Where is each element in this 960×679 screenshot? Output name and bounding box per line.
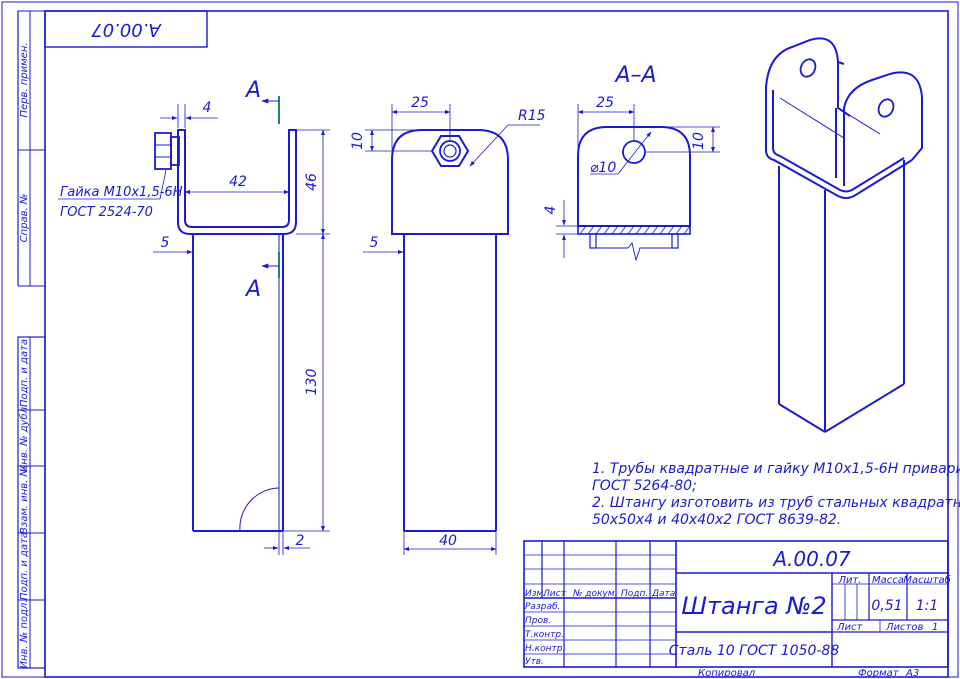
dim-phi10: ⌀10	[590, 160, 616, 176]
role-tcontrol: Т.контр.	[525, 630, 564, 640]
section-label: А–А	[613, 63, 656, 88]
section-view: А–А 25 10 ⌀10	[543, 63, 720, 262]
mass-label: Масса	[872, 575, 904, 586]
head-izm: Изм.	[525, 589, 546, 599]
format-value: А3	[905, 668, 919, 679]
dim-130: 130	[304, 369, 320, 396]
side-view: 25 10 R15 5 40	[350, 95, 546, 555]
strip-label: Перв. примен.	[19, 42, 30, 117]
strip-label: Справ. №	[19, 194, 30, 243]
sheets-label: Листов	[885, 622, 923, 633]
sheet-label: Лист	[836, 622, 864, 633]
note-line: 1. Трубы квадратные и гайку М10х1,5-6Н п…	[592, 461, 960, 477]
isometric-view	[765, 37, 923, 433]
dim-25b: 25	[596, 95, 614, 111]
dim-10a: 10	[350, 132, 366, 150]
note-line: 50х50х4 и 40х40х2 ГОСТ 8639-82.	[592, 512, 841, 528]
copied-label: Копировал	[698, 668, 756, 679]
top-code-box	[44, 10, 208, 48]
cut-label-bottom: А	[244, 277, 261, 302]
dim-r15: R15	[518, 108, 546, 124]
head-date: Дата	[651, 589, 675, 599]
role-ncontrol: Н.контр.	[525, 644, 565, 654]
dim-42: 42	[229, 174, 247, 190]
scale-label: Масштаб	[903, 574, 951, 586]
dim-5a: 5	[161, 235, 170, 251]
mass-value: 0,51	[871, 598, 902, 614]
stamp-material: Сталь 10 ГОСТ 1050-88	[669, 643, 840, 659]
role-dev: Разраб.	[525, 602, 560, 612]
lit-label: Лит.	[837, 575, 861, 586]
strip-label: Взам. инв. №	[19, 466, 30, 534]
callout-line1: Гайка М10х1,5-6Н	[60, 185, 183, 200]
strip-label: Инв. № подл.	[19, 600, 30, 669]
title-block: А.00.07 Штанга №2 Сталь 10 ГОСТ 1050-88 …	[523, 540, 951, 679]
head-list: Лист	[542, 589, 567, 599]
dim-4b: 4	[543, 206, 559, 215]
strip-label: Инв. № дубл.	[18, 404, 30, 472]
callout-line2: ГОСТ 2524-70	[60, 205, 153, 220]
stamp-title: Штанга №2	[681, 592, 826, 620]
dim-25a: 25	[411, 95, 429, 111]
stamp-code: А.00.07	[771, 547, 851, 571]
dim-5b: 5	[370, 235, 379, 251]
left-strip: Перв. примен. Справ. № Подп. и дата Инв.…	[17, 10, 46, 669]
strip-label: Подп. и дата	[19, 532, 30, 600]
dim-4: 4	[203, 100, 212, 116]
strip-label: Подп. и дата	[19, 339, 30, 407]
top-code: А.00.07	[91, 19, 162, 40]
scale-value: 1:1	[916, 598, 939, 614]
format-label: Формат	[858, 668, 900, 679]
dim-2: 2	[296, 533, 305, 549]
dim-46: 46	[304, 173, 320, 191]
sheets-value: 1	[932, 622, 938, 633]
cut-label-top: А	[244, 78, 261, 103]
head-doc: № докум.	[572, 589, 617, 599]
role-approved: Утв.	[525, 657, 544, 667]
front-view: А А 4 42 46 5 130 2 Гайка М10х1,5-6Н	[58, 78, 330, 555]
note-line: 2. Штангу изготовить из труб стальных кв…	[592, 495, 960, 511]
dim-40: 40	[439, 533, 457, 549]
head-sign: Подп.	[621, 589, 648, 599]
dim-10b: 10	[691, 132, 707, 150]
role-check: Пров.	[525, 616, 551, 626]
technical-notes: 1. Трубы квадратные и гайку М10х1,5-6Н п…	[592, 461, 960, 528]
note-line: ГОСТ 5264-80;	[592, 478, 697, 494]
